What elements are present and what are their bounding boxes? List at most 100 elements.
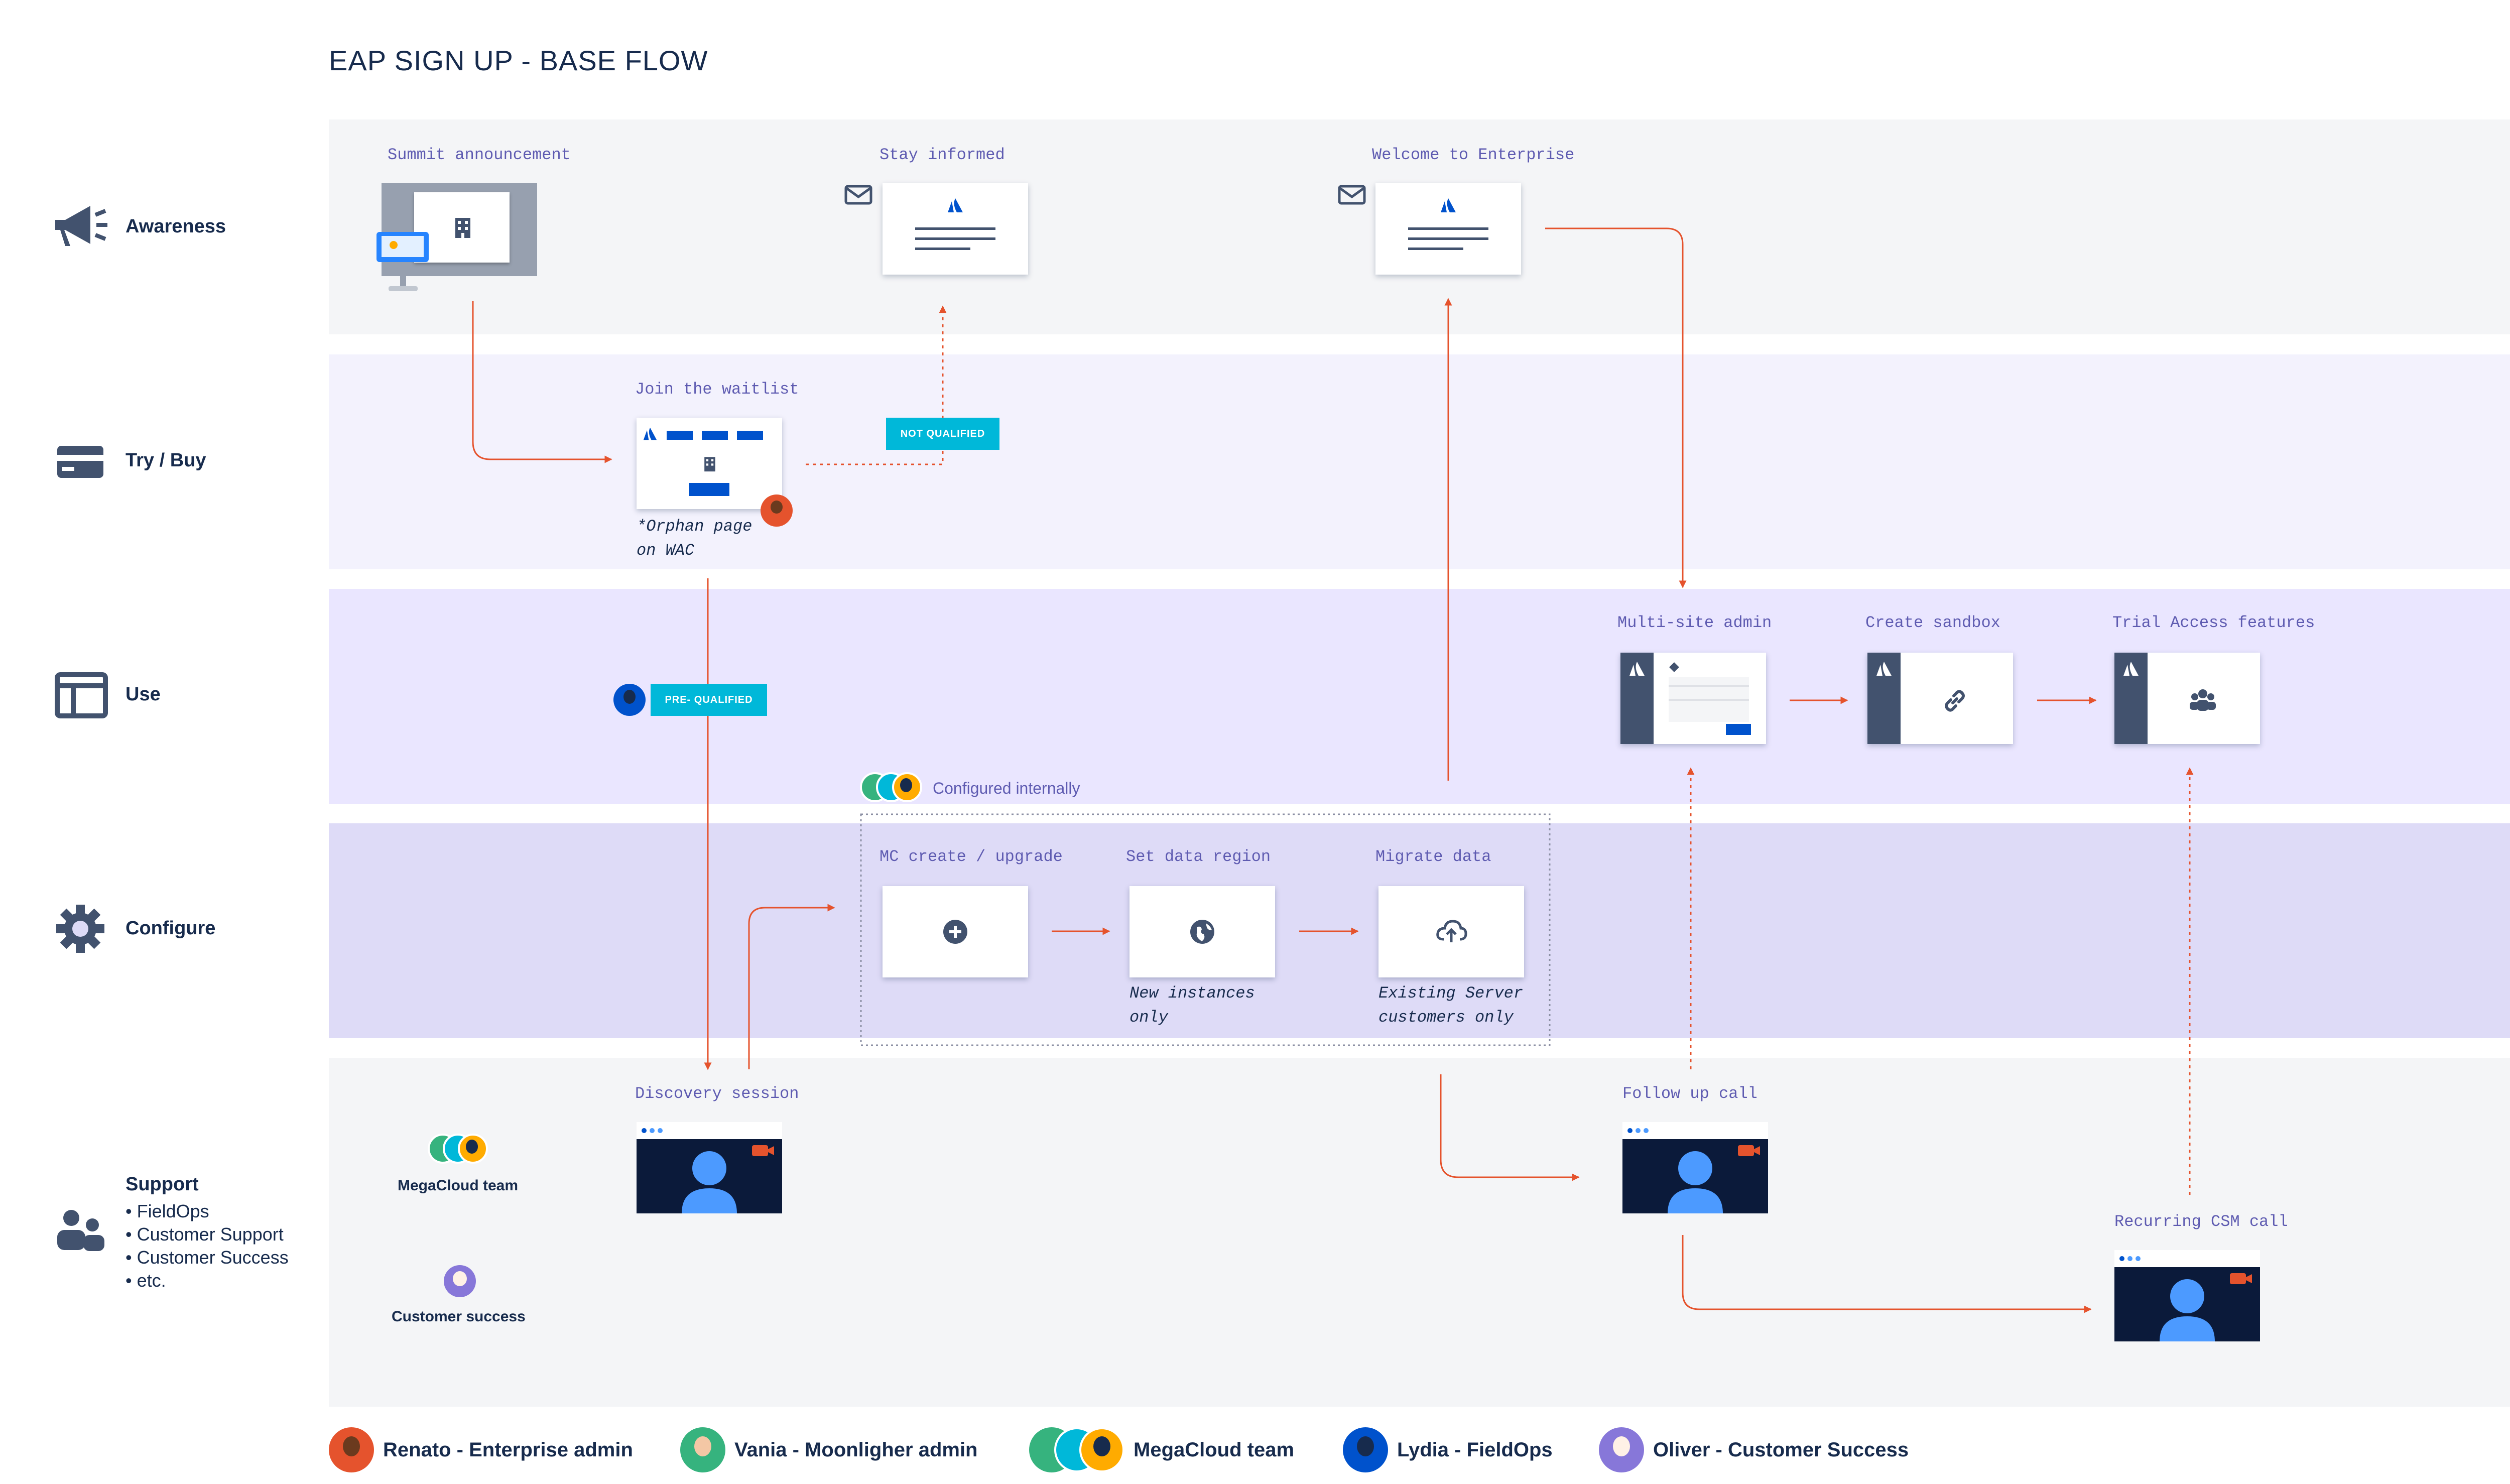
node-label-data-region: Set data region [1126,847,1271,866]
support-role: • Customer Support [126,1224,284,1245]
note-line: customers only [1378,1008,1514,1027]
avatar-renato [329,1427,374,1472]
lane-label-awareness: Awareness [126,216,226,237]
arrow-welcome-multisite [1545,227,1687,588]
node-label-followup: Follow up call [1622,1084,1758,1103]
email-icon [1338,185,1366,205]
megacloud-avatars [428,1134,498,1166]
lane-label-try-buy: Try / Buy [126,450,206,471]
person-silhouette-icon [2160,1279,2215,1341]
legend-item: Lydia - FieldOps [1343,1426,1553,1474]
legend-item: Oliver - Customer Success [1599,1426,1909,1474]
keynote-icon [376,232,429,291]
person-silhouette-icon [682,1151,737,1213]
link-icon [1945,690,1965,712]
configured-internally-label: Configured internally [933,779,1080,797]
legend-label: Oliver - Customer Success [1653,1438,1909,1461]
node-label-stay-informed: Stay informed [880,146,1005,164]
email-icon [844,185,872,205]
avatar-vania [680,1427,725,1472]
node-label-sandbox: Create sandbox [1865,613,2000,632]
person-silhouette-icon [1668,1151,1723,1213]
people-icon [57,1210,104,1251]
legend-label: Lydia - FieldOps [1397,1438,1553,1461]
mc-create-card[interactable] [883,886,1028,977]
support-role: • Customer Success [126,1247,289,1268]
orphan-note-line: *Orphan page [637,517,752,536]
support-role: • etc. [126,1270,166,1291]
customer-success-avatar [444,1265,476,1297]
lane-label-support: Support [126,1174,199,1195]
note-line: Existing Server [1378,984,1524,1003]
followup-video-call[interactable] [1622,1122,1768,1213]
credit-card-icon [57,446,103,478]
orphan-note: *Orphan page on WAC [637,515,752,563]
lane-support [329,1058,2510,1407]
new-instances-note: New instances only [1130,981,1255,1030]
node-label-summit: Summit announcement [388,146,571,164]
node-label-recurring: Recurring CSM call [2114,1212,2288,1231]
legend-item: Vania - Moonligher admin [680,1426,978,1474]
arrow-configure-followup [1440,1074,1580,1181]
atlassian-logo-icon [1629,662,1645,676]
legend-label: MegaCloud team [1134,1438,1295,1461]
multisite-admin-card[interactable] [1620,653,1766,744]
data-region-card[interactable] [1130,886,1275,977]
atlassian-logo-icon [1441,198,1456,212]
lane-label-use: Use [126,684,161,705]
note-line: only [1130,1008,1168,1027]
legend-item: Renato - Enterprise admin [329,1426,633,1474]
cloud-upload-icon [1436,920,1467,942]
arrow-summit-waitlist [472,301,612,463]
create-sandbox-card[interactable] [1867,653,2013,744]
avatar-oliver [1599,1427,1644,1472]
layout-icon [55,672,108,718]
summit-presentation[interactable] [382,183,537,276]
configured-internally-box [860,813,1551,1046]
globe-icon [1190,920,1214,944]
node-label-discovery: Discovery session [635,1084,799,1103]
megaphone-icon [55,206,107,246]
plus-icon [943,920,967,944]
avatar-lydia [1343,1427,1388,1472]
avatar-lydia-small [613,684,646,716]
legend-label: Renato - Enterprise admin [383,1438,633,1461]
megacloud-team-label: MegaCloud team [398,1177,519,1194]
building-icon [455,218,470,238]
waitlist-page-card[interactable] [637,418,782,509]
lane-label-configure: Configure [126,918,216,939]
avatar-megacloud-group [1029,1426,1124,1474]
trial-access-card[interactable] [2114,653,2260,744]
orphan-note-line: on WAC [637,541,695,560]
node-label-welcome: Welcome to Enterprise [1372,146,1575,164]
video-camera-icon [752,1145,774,1156]
pre-qualified-badge: PRE- QUALIFIED [651,684,767,716]
recurring-csm-video-call[interactable] [2114,1250,2260,1341]
existing-server-note: Existing Server customers only [1378,981,1523,1030]
arrow-followup-recurring [1682,1235,2092,1313]
email-stay-informed-card[interactable] [883,183,1028,275]
email-welcome-card[interactable] [1375,183,1521,275]
atlassian-logo-icon [643,427,657,440]
gear-icon [56,905,104,953]
node-label-waitlist: Join the waitlist [635,380,799,399]
legend-label: Vania - Moonligher admin [734,1438,978,1461]
migrate-data-card[interactable] [1378,886,1524,977]
node-label-mc-create: MC create / upgrade [880,847,1063,866]
people-group-icon [2190,689,2216,711]
video-camera-icon [2230,1273,2252,1284]
note-line: New instances [1130,984,1255,1003]
atlassian-logo-icon [1876,662,1892,676]
discovery-video-call[interactable] [637,1122,782,1213]
customer-success-label: Customer success [392,1308,526,1325]
node-label-multisite: Multi-site admin [1617,613,1772,632]
building-icon [704,457,715,472]
page-title: EAP SIGN UP - BASE FLOW [329,45,708,76]
avatar-renato-small [761,494,793,527]
waitlist-submit-bar [689,483,729,496]
arrow-discovery-mc [748,904,835,1069]
node-label-trial: Trial Access features [2112,613,2315,632]
node-label-migrate: Migrate data [1375,847,1491,866]
legend-item: MegaCloud team [1029,1426,1294,1474]
support-role: • FieldOps [126,1201,209,1221]
